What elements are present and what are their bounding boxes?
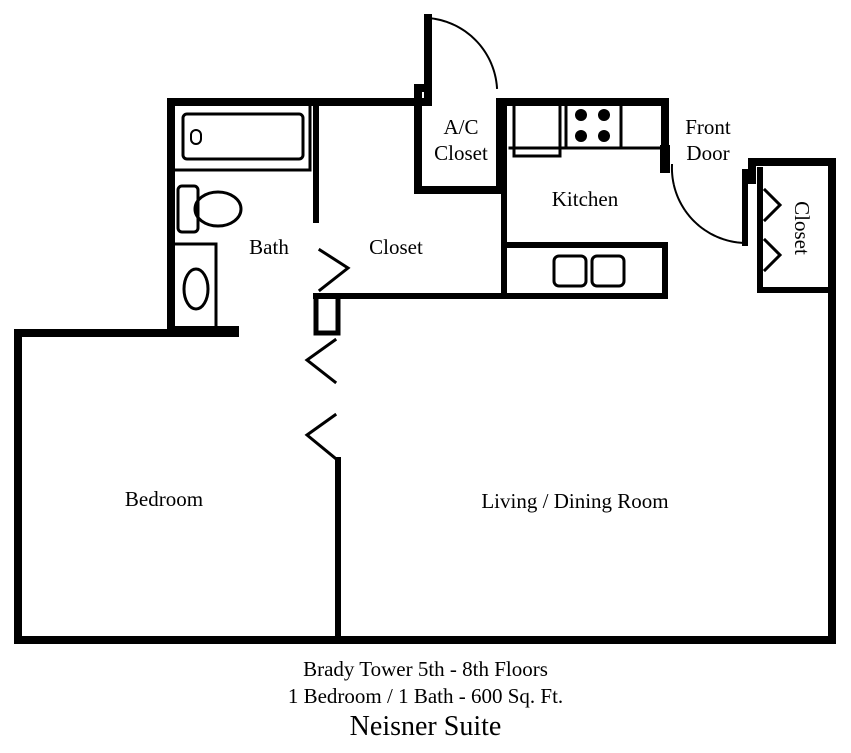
ac-closet-door-swing [426,16,499,90]
caption-line-2: 1 Bedroom / 1 Bath - 600 Sq. Ft. [287,684,564,708]
center-closet-bifold [317,247,351,293]
right-closet-label: Closet [790,201,814,255]
suite-title: Neisner Suite [349,711,502,742]
bedroom-bifold-upper [304,337,338,385]
front-door-label-line2: Door [686,141,730,165]
center-closet-label: Closet [369,235,423,259]
ac-closet-label-line1: A/C [443,115,479,139]
front-door-swing [670,163,747,245]
bathtub [181,112,305,161]
toilet-bowl [193,190,243,228]
kitchen-sink-right [590,254,626,288]
bathtub-divider [169,100,312,172]
stove-burner [598,109,610,121]
kitchen-sink-left [552,254,588,288]
bedroom-label: Bedroom [124,487,204,511]
living-dining-label: Living / Dining Room [481,489,669,513]
caption-line-1: Brady Tower 5th - 8th Floors [303,657,548,681]
front-door-label-line1: Front [685,115,731,139]
right-closet-door-bottom [762,237,783,273]
ac-closet-label-line2: Closet [434,141,488,165]
bath-outer-wall [167,98,419,334]
bath-label: Bath [249,235,289,259]
front-door-label: Front Door [672,114,744,166]
hall-stub [313,293,341,336]
stove [564,102,623,150]
bedroom-bifold-lower [304,412,338,461]
right-closet-wall [757,167,835,293]
kitchen-counter [508,100,667,152]
stove-burner [575,109,587,121]
kitchen-wall [501,99,668,299]
kitchen-label: Kitchen [551,187,619,211]
bathtub-drain [190,129,202,145]
right-closet-door-top [762,187,783,223]
stove-burner [575,130,587,142]
sink-basin [182,267,210,311]
living-right-wall [748,158,836,644]
stove-burner [598,130,610,142]
fridge [512,102,562,158]
toilet-tank [176,184,200,234]
sink-counter [169,242,218,332]
ac-closet-label: A/C Closet [418,114,504,166]
